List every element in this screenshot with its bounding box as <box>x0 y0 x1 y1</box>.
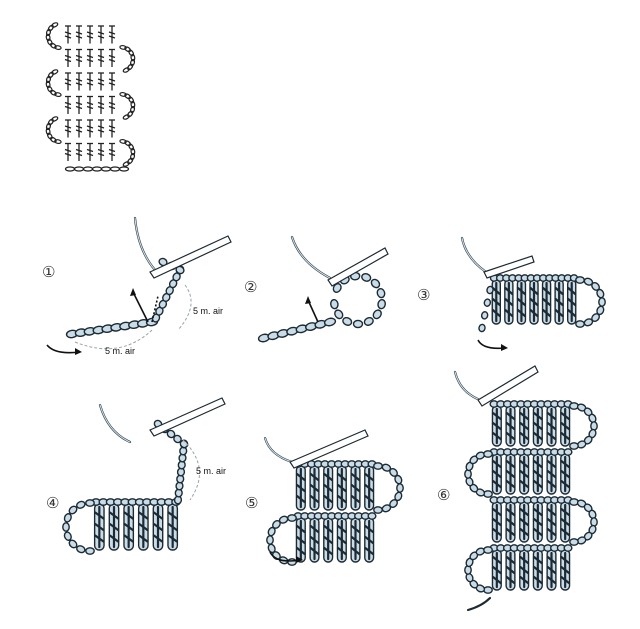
step-1-illustration: ① 5 m. air 5 m. air <box>42 216 232 356</box>
step-4-illustration: ④ 5 m. air <box>46 397 226 555</box>
step-2-crochet-hook <box>327 247 389 287</box>
step-6-stitch-block <box>464 400 598 594</box>
step-4-label-vertical: 5 m. air <box>196 466 226 476</box>
step-3-number: ③ <box>417 286 430 304</box>
step-4-crochet-hook <box>149 397 226 437</box>
step-1-arrow-up <box>132 291 149 323</box>
step-3-illustration: ③ <box>417 236 606 351</box>
step-4-air-chain <box>153 419 189 505</box>
step-4-number: ④ <box>46 494 59 512</box>
step-1-air-chain <box>151 257 185 323</box>
step-3-direction-arrow <box>477 339 506 350</box>
step-2-illustration: ② <box>244 235 389 343</box>
step-2-chain-ring <box>330 271 386 329</box>
step-4-stitch-block <box>62 498 181 555</box>
step-1-foundation-chain <box>65 317 159 339</box>
step-1-crochet-hook <box>149 235 232 279</box>
step-6-number: ⑥ <box>437 486 450 504</box>
step-1-label-vertical: 5 m. air <box>193 306 223 316</box>
step-1-label-horizontal: 5 m. air <box>105 346 135 356</box>
step-2-arrow <box>307 299 319 323</box>
crochet-symbol-chart <box>45 22 136 172</box>
step-2-number: ② <box>244 278 257 296</box>
step-3-crochet-hook <box>483 255 535 279</box>
step-2-foundation-chain <box>257 317 337 343</box>
step-5-stitch-block <box>266 460 404 566</box>
step-5-crochet-hook <box>289 429 369 469</box>
step-1-number: ① <box>42 263 55 281</box>
step-6-illustration: ⑥ <box>437 365 598 612</box>
step-5-illustration: ⑤ <box>245 429 404 566</box>
step-6-crochet-hook <box>477 365 539 407</box>
step-3-stitch-block <box>478 274 606 333</box>
step-5-number: ⑤ <box>245 494 258 512</box>
